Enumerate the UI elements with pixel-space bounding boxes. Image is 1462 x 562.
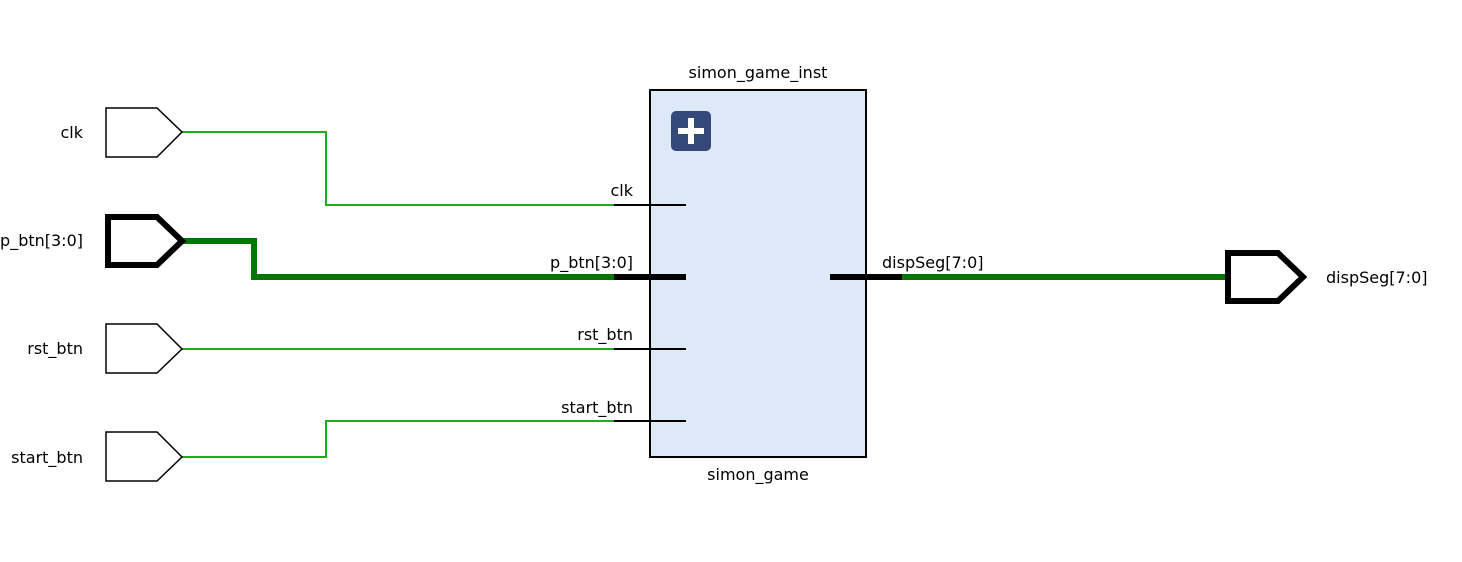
pin-label-start-btn: start_btn	[561, 398, 633, 418]
module-instance-name: simon_game_inst	[689, 63, 828, 83]
input-port-label-rst-btn: rst_btn	[27, 339, 83, 359]
input-port-p-btn[interactable]	[105, 214, 187, 268]
module-type-name: simon_game	[707, 465, 809, 485]
plus-icon	[678, 118, 704, 144]
pin-label-p-btn: p_btn[3:0]	[550, 253, 633, 273]
input-port-start-btn[interactable]	[105, 431, 184, 482]
module-block[interactable]	[649, 89, 867, 458]
expand-button[interactable]	[671, 111, 711, 151]
pin-label-clk: clk	[610, 181, 633, 200]
input-port-label-clk: clk	[60, 123, 83, 142]
pin-label-dispseg: dispSeg[7:0]	[882, 253, 983, 272]
wire-clk[interactable]	[182, 131, 614, 206]
wire-p-btn[interactable]	[182, 238, 614, 280]
input-port-label-start-btn: start_btn	[11, 448, 83, 468]
pin-label-rst-btn: rst_btn	[577, 325, 633, 345]
input-port-label-p-btn: p_btn[3:0]	[0, 231, 83, 251]
input-port-clk[interactable]	[105, 107, 184, 158]
output-port-label-dispseg: dispSeg[7:0]	[1326, 268, 1427, 287]
output-port-dispseg[interactable]	[1225, 250, 1308, 304]
input-port-rst-btn[interactable]	[105, 323, 184, 374]
wire-start-btn[interactable]	[182, 420, 614, 458]
